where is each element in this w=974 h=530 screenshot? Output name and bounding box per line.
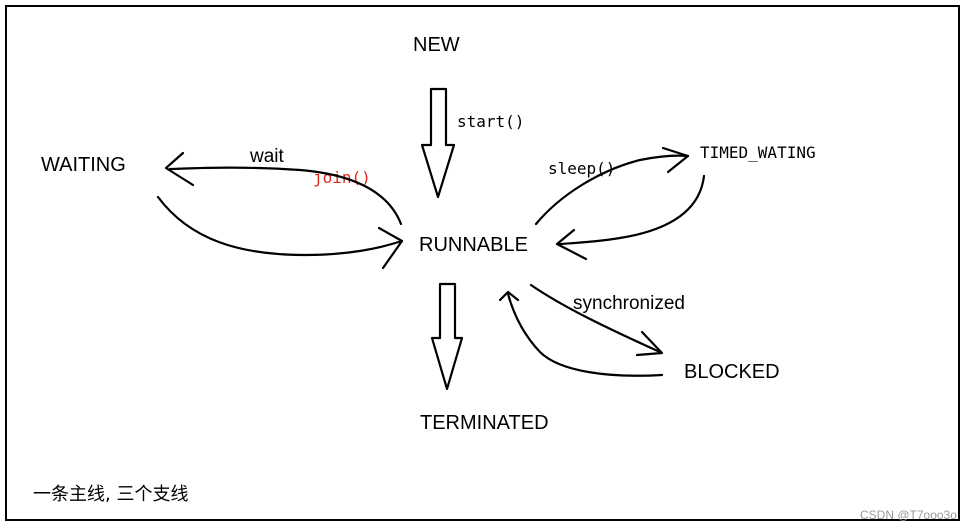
diagram-frame [5, 5, 960, 521]
waiting-arrowhead [164, 151, 195, 187]
label-synchronized: synchronized [573, 293, 685, 314]
label-start: start() [457, 112, 524, 131]
label-sleep: sleep() [548, 159, 615, 178]
runnable-arrowhead-from-blocked [498, 290, 520, 302]
note-text: 一条主线, 三个支线 [33, 484, 188, 505]
state-blocked: BLOCKED [684, 361, 780, 383]
runnable-to-timed-waiting-curve [534, 154, 690, 226]
runnable-arrowhead-from-timed [555, 228, 588, 261]
state-terminated: TERMINATED [420, 412, 549, 434]
blocked-to-runnable-curve [506, 292, 664, 377]
timed-waiting-arrowhead [661, 146, 690, 174]
waiting-to-runnable-curve [156, 195, 404, 257]
timed-waiting-to-runnable-curve [558, 174, 706, 246]
runnable-arrowhead-from-waiting [377, 226, 404, 270]
state-new: NEW [413, 34, 460, 56]
state-runnable: RUNNABLE [419, 234, 528, 256]
watermark: CSDN @T7ooo3o [860, 508, 957, 522]
label-wait: wait [249, 146, 285, 167]
state-timed-waiting: TIMED_WATING [700, 143, 816, 162]
runnable-to-waiting-curve [168, 166, 403, 226]
blocked-arrowhead [635, 330, 664, 357]
runnable-to-blocked-curve [529, 283, 662, 354]
new-to-runnable-arrow [420, 87, 456, 199]
state-waiting: WAITING [41, 154, 126, 176]
runnable-to-terminated-arrow [430, 282, 464, 391]
